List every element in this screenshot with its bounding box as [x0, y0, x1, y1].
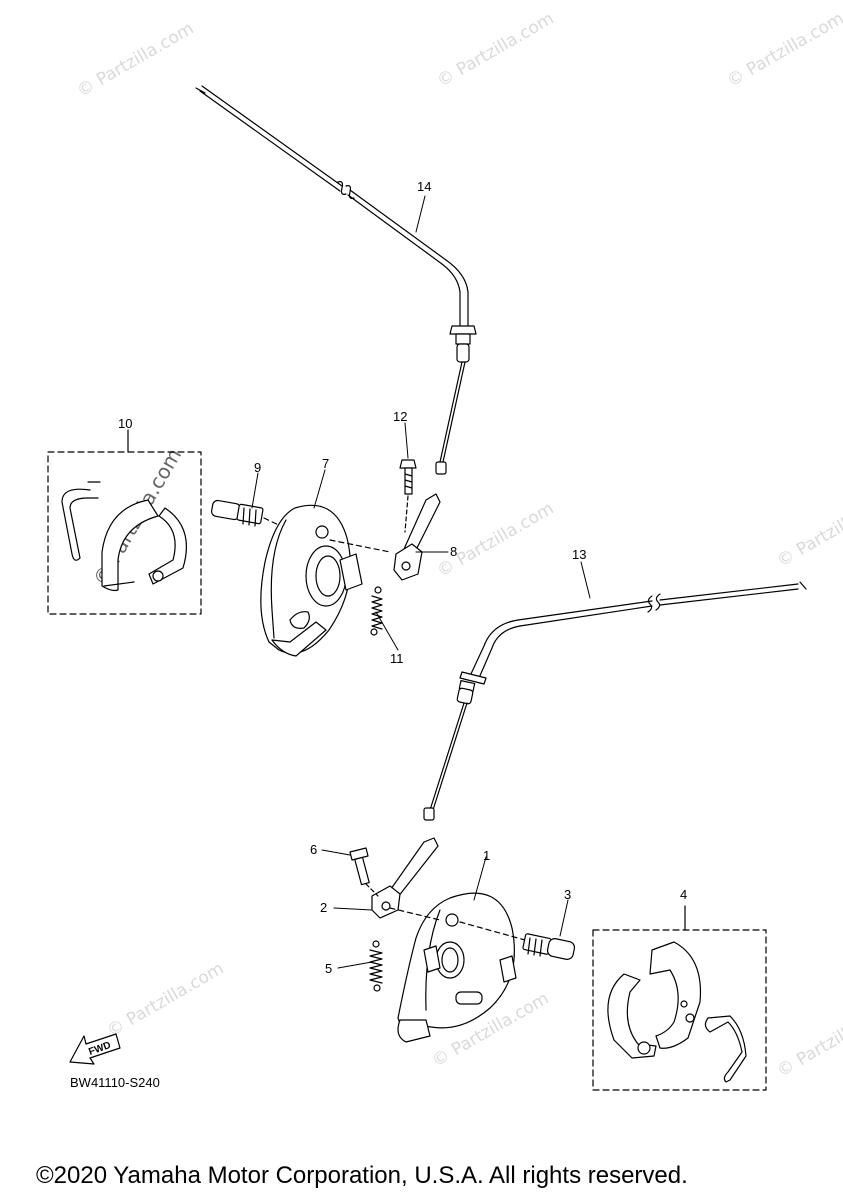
- callout-3: 3: [564, 887, 572, 902]
- callout-1: 1: [483, 848, 491, 863]
- callout-5: 5: [325, 961, 333, 976]
- brake-cable-13: [423, 581, 807, 821]
- callout-6: 6: [310, 842, 318, 857]
- leader-lines: [251, 195, 591, 969]
- brake-arm-2: [371, 837, 441, 921]
- brake-shoe-set-10: [61, 481, 187, 592]
- bolt-6: [349, 847, 379, 897]
- camshaft-9: [211, 499, 311, 541]
- copyright-notice: ©2020 Yamaha Motor Corporation, U.S.A. A…: [36, 1162, 688, 1189]
- brake-panel-7: [260, 504, 391, 657]
- spring-5: [369, 940, 383, 992]
- bolt-12: [399, 459, 417, 533]
- brake-shoe-set-4: [607, 941, 747, 1083]
- callout-14: 14: [417, 179, 432, 194]
- diagram-code: BW41110-S240: [70, 1075, 160, 1090]
- callout-13: 13: [572, 547, 587, 562]
- fwd-arrow-icon: FWD: [69, 1033, 121, 1065]
- callout-2: 2: [320, 900, 328, 915]
- spring-11: [370, 586, 383, 636]
- part-group-box-10: [47, 451, 202, 615]
- callout-9: 9: [254, 460, 262, 475]
- callout-8: 8: [450, 544, 458, 559]
- brake-panel-1: [397, 892, 526, 1043]
- callout-7: 7: [322, 456, 330, 471]
- camshaft-3: [522, 933, 576, 960]
- callout-4: 4: [680, 887, 688, 902]
- callout-12: 12: [393, 409, 408, 424]
- callout-11: 11: [390, 651, 404, 666]
- brake-cable-14: [195, 85, 477, 475]
- part-group-box-4: [592, 929, 767, 1091]
- brake-arm-8: [393, 493, 441, 581]
- callout-10: 10: [118, 416, 133, 431]
